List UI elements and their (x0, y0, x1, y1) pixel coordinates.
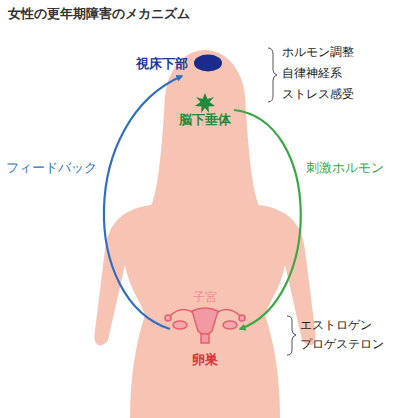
female-silhouette (94, 50, 315, 418)
pituitary-node: 脳下垂体 (176, 92, 234, 128)
node-label: 子宮 (193, 290, 217, 305)
hypothalamus-node: 視床下部 (136, 52, 228, 76)
bracket (287, 316, 296, 355)
curved-arrow (234, 110, 301, 329)
hypothalamus-shape (194, 55, 222, 72)
edge-label: フィードバック (6, 160, 97, 176)
bracket (268, 48, 277, 102)
edge-label: 刺激ホルモン (306, 160, 384, 176)
annotation: ストレス感受 (282, 87, 354, 102)
node-label: 視床下部 (136, 56, 188, 72)
uterus-node: 子宮卵巣 (170, 290, 240, 368)
node-label: 卵巣 (192, 352, 218, 368)
pituitary-star (195, 93, 215, 113)
uterus-illustration (165, 308, 245, 343)
title: 女性の更年期障害のメカニズム (8, 6, 190, 22)
node-label: 脳下垂体 (179, 112, 231, 128)
curved-arrow (104, 76, 182, 329)
annotation: プロゲステロン (300, 337, 384, 352)
annotation: エストロゲン (300, 318, 372, 333)
annotation: 自律神経系 (282, 66, 342, 81)
annotation: ホルモン調整 (282, 45, 354, 60)
